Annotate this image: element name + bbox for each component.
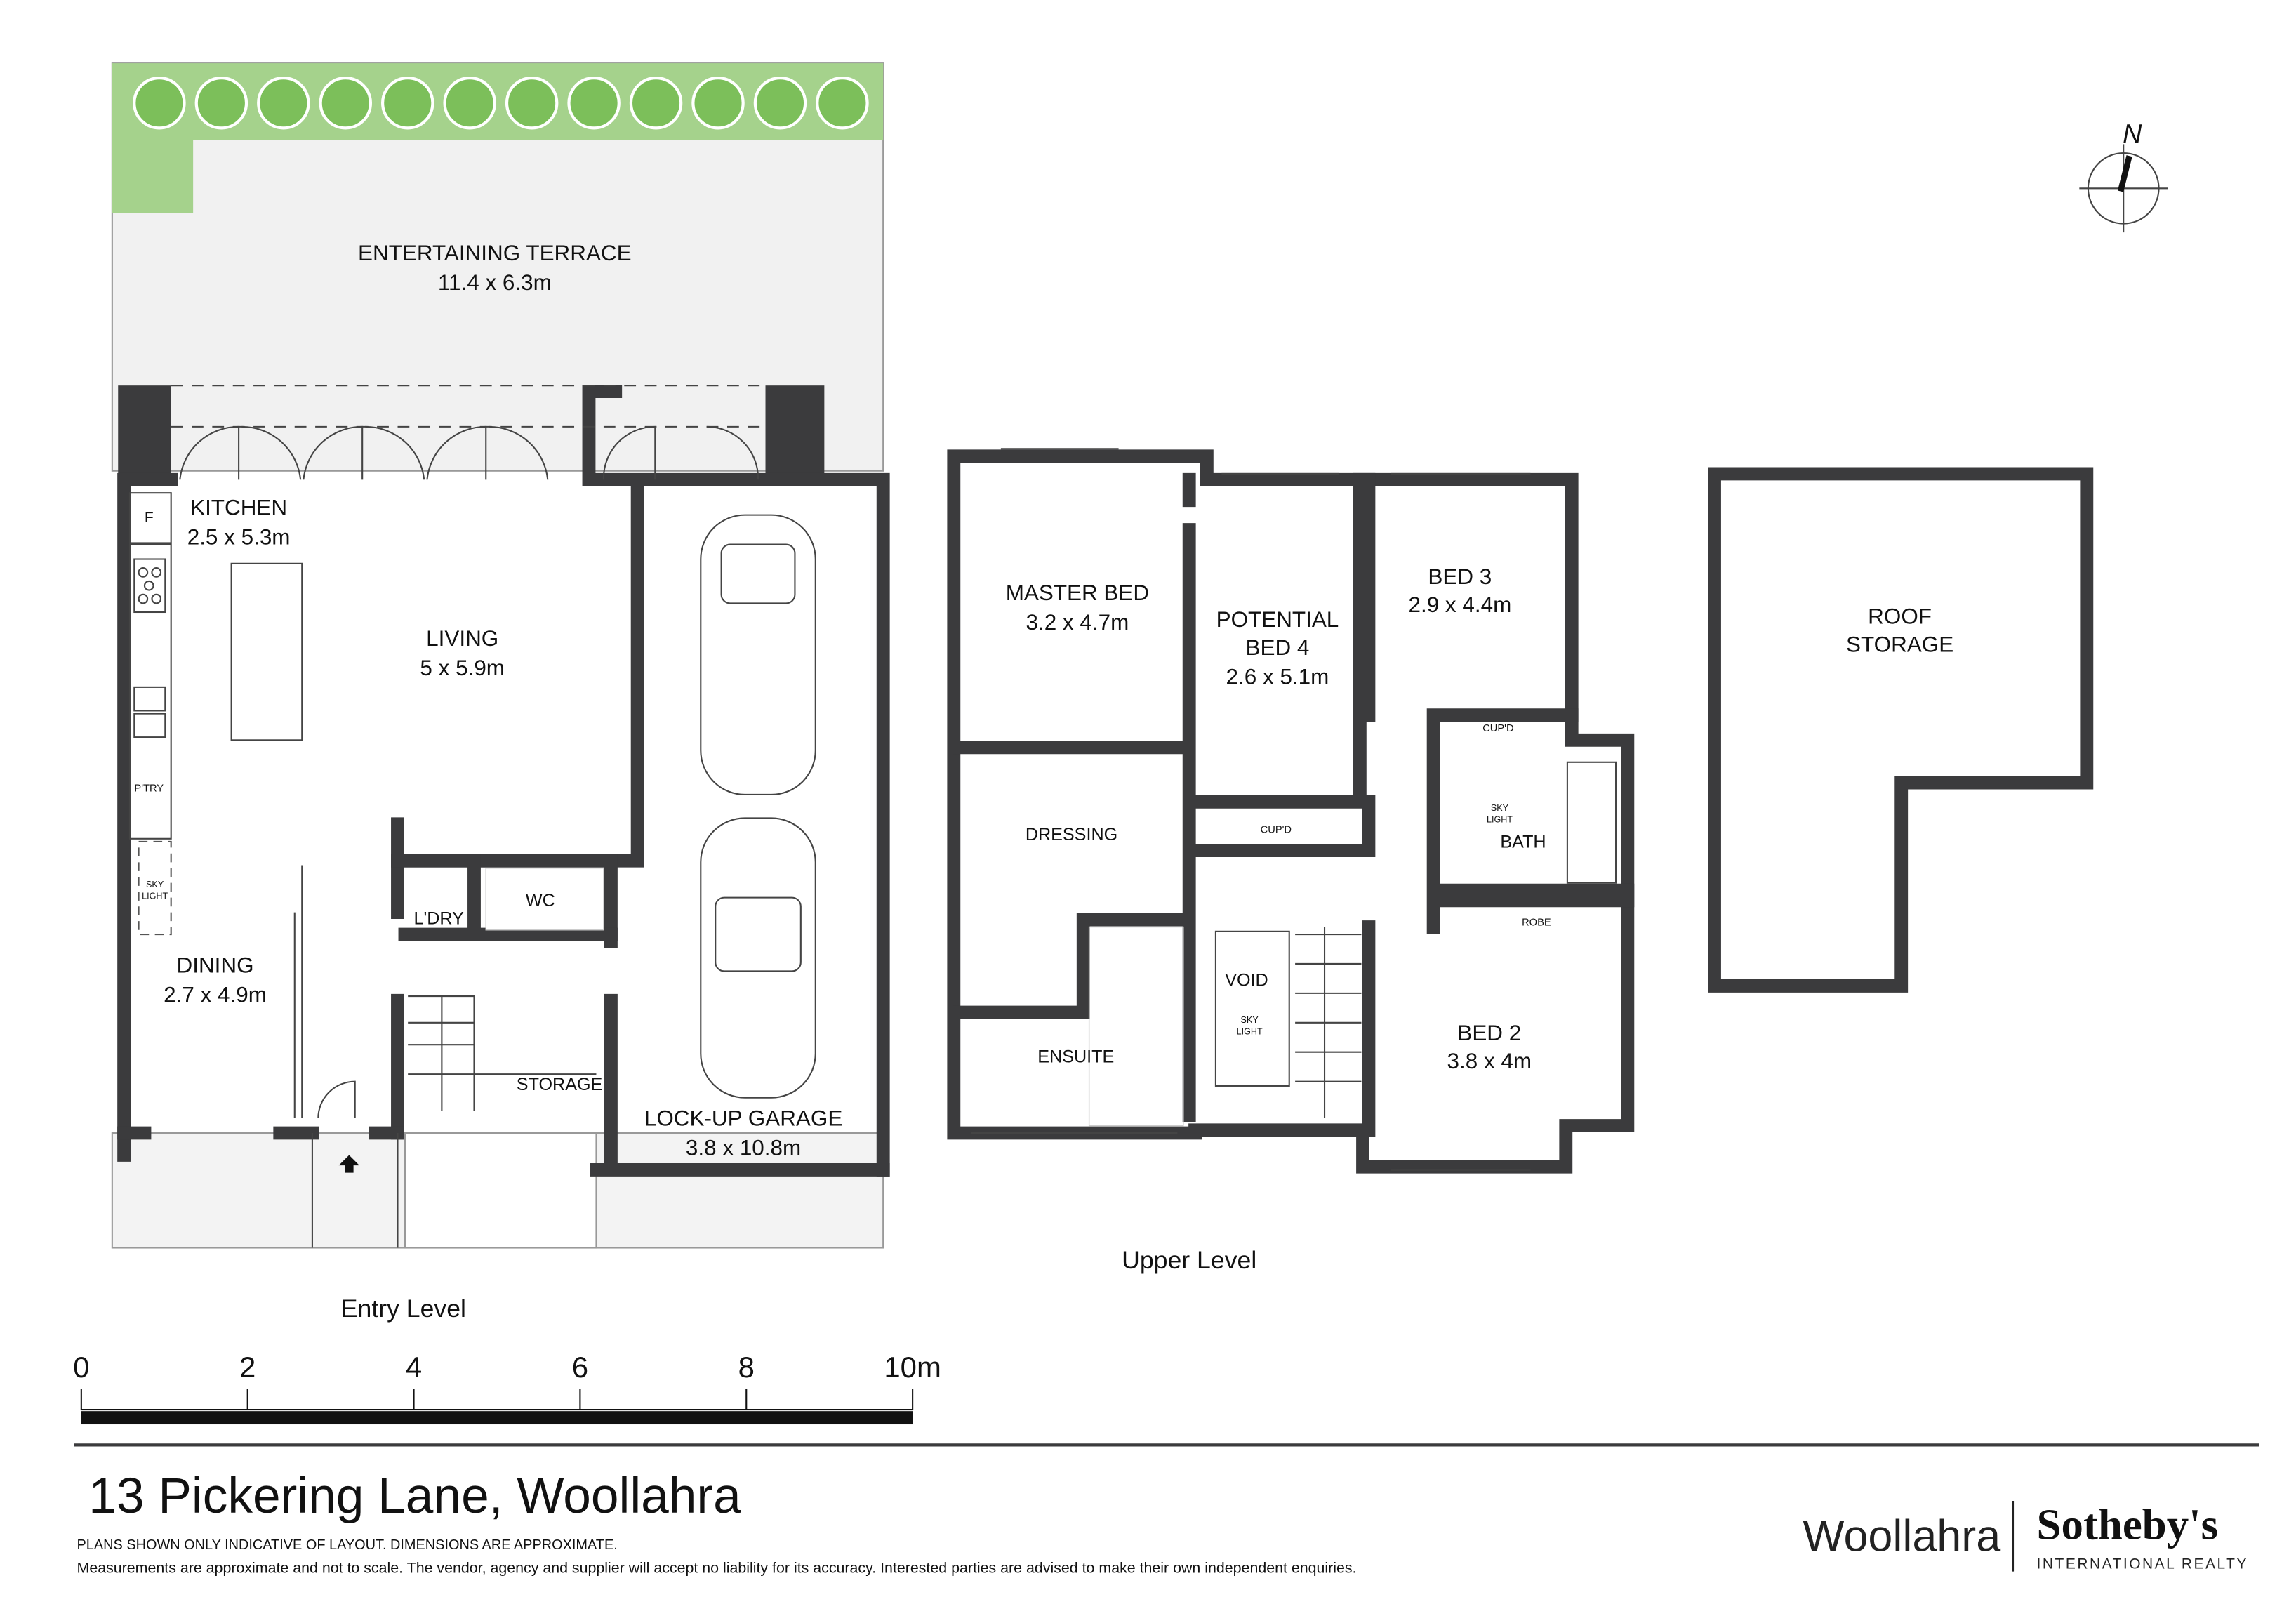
wall-pier bbox=[765, 385, 825, 477]
roof-name: ROOF bbox=[1868, 604, 1932, 629]
wc-label: WC bbox=[526, 891, 555, 910]
entry-floor bbox=[121, 478, 884, 1170]
tree-icon bbox=[753, 76, 807, 130]
kitchen-bench bbox=[128, 543, 172, 840]
tree-icon bbox=[691, 76, 745, 130]
bathtub bbox=[1566, 761, 1617, 884]
scale-tick-label: 6 bbox=[572, 1351, 588, 1384]
dining-size: 2.7 x 4.9m bbox=[164, 982, 267, 1007]
scale-tick-label: 0 bbox=[73, 1351, 89, 1384]
dining-name: DINING bbox=[177, 953, 254, 978]
cupd-label: CUP'D bbox=[1482, 723, 1513, 734]
tree-icon bbox=[443, 76, 496, 130]
disclaimer-layout: PLANS SHOWN ONLY INDICATIVE OF LAYOUT. D… bbox=[77, 1537, 618, 1553]
agency-office: Woollahra bbox=[1803, 1511, 2000, 1561]
laundry-label: L'DRY bbox=[413, 908, 464, 928]
bed3-size: 2.9 x 4.4m bbox=[1408, 592, 1511, 617]
front-garden bbox=[404, 1132, 597, 1249]
tree-icon bbox=[629, 76, 683, 130]
ensuite-label: ENSUITE bbox=[1037, 1047, 1114, 1066]
terrace-doors[interactable] bbox=[179, 425, 759, 480]
garage-size: 3.8 x 10.8m bbox=[686, 1135, 801, 1160]
cupd-label: CUP'D bbox=[1261, 824, 1292, 835]
living-name: LIVING bbox=[426, 626, 498, 651]
skylight-label: SKY bbox=[1241, 1015, 1259, 1025]
entry-level-caption: Entry Level bbox=[341, 1294, 466, 1323]
brand-subtitle: INTERNATIONAL REALTY bbox=[2037, 1556, 2248, 1572]
roof-name: STORAGE bbox=[1846, 632, 1953, 657]
property-address: 13 Pickering Lane, Woollahra bbox=[88, 1468, 741, 1524]
master-bed-size: 3.2 x 4.7m bbox=[1026, 610, 1129, 635]
terrace-size: 11.4 x 6.3m bbox=[438, 270, 552, 295]
agency-logo: Woollahra Sotheby's INTERNATIONAL REALTY bbox=[1803, 1500, 2248, 1572]
bed2-name: BED 2 bbox=[1457, 1021, 1521, 1045]
scale-bar: 0 2 4 6 8 10m bbox=[73, 1351, 941, 1425]
kitchen-island bbox=[230, 562, 303, 741]
garage-car bbox=[700, 817, 816, 1099]
kitchen-size: 2.5 x 5.3m bbox=[187, 525, 291, 550]
storage-label: STORAGE bbox=[517, 1075, 602, 1094]
tree-icon bbox=[567, 76, 621, 130]
void-label: VOID bbox=[1225, 970, 1268, 990]
pantry-label: P'TRY bbox=[134, 783, 164, 795]
dressing-label: DRESSING bbox=[1026, 825, 1117, 844]
scale-tick-label: 4 bbox=[406, 1351, 422, 1384]
skylight-label: LIGHT bbox=[142, 892, 168, 901]
bed3-name: BED 3 bbox=[1428, 564, 1492, 589]
bath-label: BATH bbox=[1500, 832, 1546, 852]
master-bed-name: MASTER BED bbox=[1006, 581, 1149, 605]
tree-icon bbox=[505, 76, 559, 130]
scale-tick-label: 2 bbox=[239, 1351, 256, 1384]
ensuite-tiles bbox=[1088, 926, 1184, 1127]
living-size: 5 x 5.9m bbox=[420, 656, 505, 680]
upper-level-caption: Upper Level bbox=[1122, 1246, 1256, 1274]
upper-level-plan: MASTER BED 3.2 x 4.7m POTENTIAL BED 4 2.… bbox=[947, 448, 1635, 1274]
disclaimer-liability: Measurements are approximate and not to … bbox=[77, 1560, 1357, 1577]
entry-level-plan: ENTERTAINING TERRACE 11.4 x 6.3m F P'TRY… bbox=[111, 62, 890, 1323]
sink-icon bbox=[133, 686, 166, 738]
cooktop-icon bbox=[133, 558, 166, 614]
tree-icon bbox=[257, 76, 310, 130]
kitchen-name: KITCHEN bbox=[190, 496, 287, 520]
bed4-name: BED 4 bbox=[1246, 635, 1310, 660]
entry-door[interactable] bbox=[311, 1080, 399, 1248]
roof-plan: ROOF STORAGE bbox=[1708, 467, 2094, 993]
hedge-trees bbox=[133, 76, 869, 130]
stairs bbox=[1295, 927, 1362, 1119]
bed4-name: POTENTIAL bbox=[1216, 607, 1339, 632]
scale-tick-label: 10m bbox=[884, 1351, 941, 1384]
brand-name: Sotheby's bbox=[2037, 1500, 2219, 1549]
north-compass-icon: N bbox=[2079, 119, 2168, 233]
wall-pier bbox=[118, 385, 171, 477]
tree-icon bbox=[133, 76, 186, 130]
wc-tiles bbox=[485, 867, 604, 931]
void bbox=[1214, 930, 1290, 1087]
garage-name: LOCK-UP GARAGE bbox=[644, 1106, 842, 1131]
robe-label: ROBE bbox=[1522, 917, 1551, 928]
skylight-label: LIGHT bbox=[1237, 1027, 1263, 1037]
fridge-label: F bbox=[145, 510, 154, 526]
tree-icon bbox=[319, 76, 373, 130]
scale-tick-label: 8 bbox=[738, 1351, 755, 1384]
stairs bbox=[408, 995, 597, 1111]
skylight-label: LIGHT bbox=[1487, 815, 1513, 825]
entry-arrow-icon bbox=[338, 1155, 359, 1173]
compass-label: N bbox=[2123, 119, 2142, 148]
tree-icon bbox=[816, 76, 869, 130]
skylight-label: SKY bbox=[1491, 803, 1509, 813]
tree-icon bbox=[194, 76, 248, 130]
garage-car bbox=[700, 514, 816, 795]
terrace-name: ENTERTAINING TERRACE bbox=[358, 241, 632, 265]
bed2-size: 3.8 x 4m bbox=[1447, 1049, 1532, 1073]
tree-icon bbox=[381, 76, 434, 130]
skylight-label: SKY bbox=[146, 880, 164, 889]
fridge bbox=[128, 492, 172, 544]
skylight bbox=[138, 840, 172, 936]
bed4-size: 2.6 x 5.1m bbox=[1226, 665, 1329, 689]
